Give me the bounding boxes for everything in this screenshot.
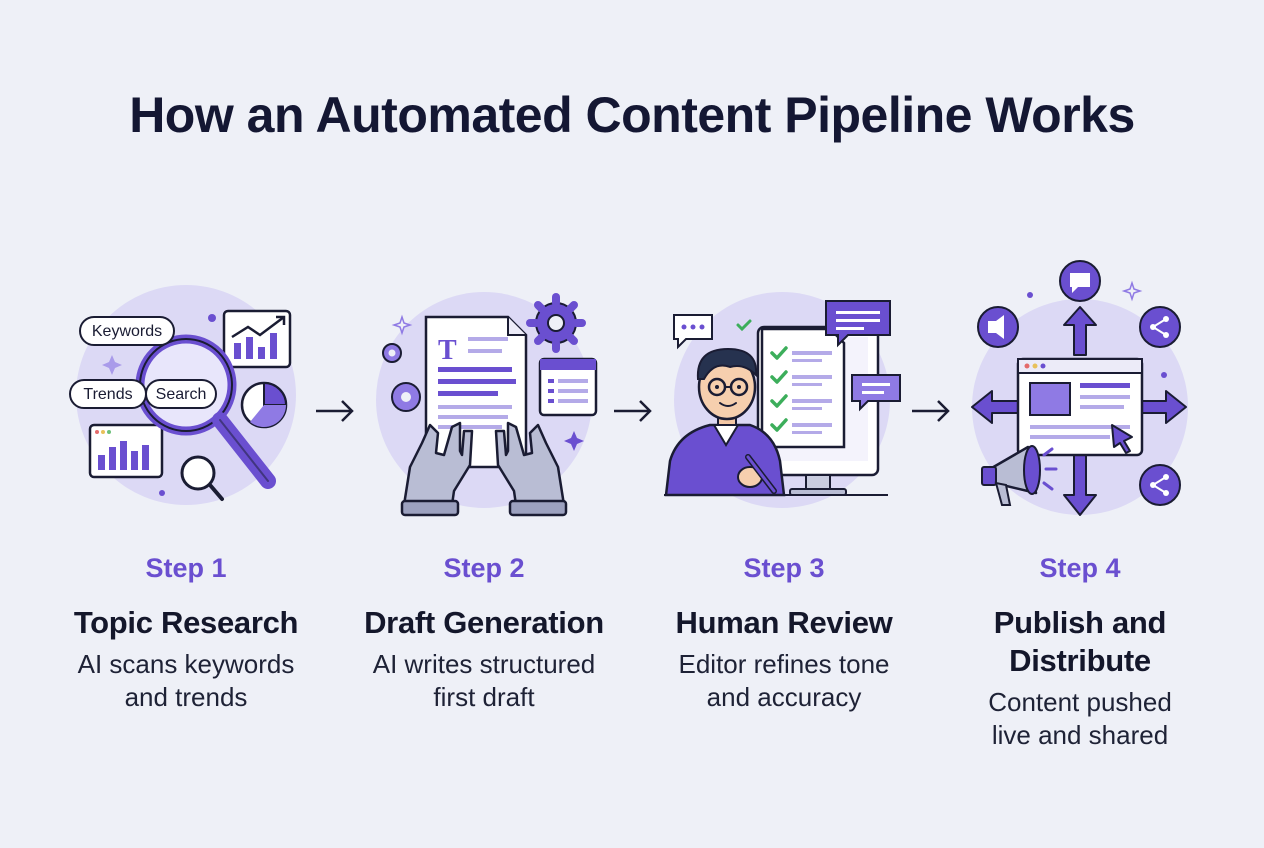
browser-window-icon: [538, 357, 598, 417]
step-2-illustration: T: [334, 255, 634, 525]
research-illustration: Keywords Trends Search: [69, 285, 296, 505]
step-4: Step 4 Publish and Distribute Content pu…: [930, 255, 1230, 752]
step-description: Editor refines tone and accuracy: [634, 648, 934, 714]
title-line: Distribute: [1009, 643, 1151, 678]
step-2: T: [334, 255, 634, 714]
description-line: live and shared: [991, 720, 1169, 750]
description-line: and accuracy: [706, 682, 862, 712]
arrow-right-icon: [614, 400, 652, 422]
four-way-arrows-icon: [971, 306, 1187, 516]
speech-dots-icon: [673, 314, 713, 350]
arrow-right-icon: [912, 400, 950, 422]
pen-icon: [745, 454, 777, 494]
step-3-illustration: [634, 255, 934, 525]
description-line: first draft: [433, 682, 535, 712]
step-number: Step 2: [443, 553, 525, 583]
trends-tag: Trends: [69, 379, 147, 409]
chat-bubble-icon-small: [851, 374, 901, 412]
monitor-checklist-icon: [756, 325, 880, 496]
description-line: AI scans keywords: [77, 649, 295, 679]
step-description: AI writes structured first draft: [334, 648, 634, 714]
step-title: Publish and Distribute: [930, 604, 1230, 680]
review-illustration: [664, 292, 901, 508]
gear-icon: [526, 293, 586, 353]
keywords-tag: Keywords: [79, 316, 175, 346]
step-number: Step 3: [743, 553, 825, 583]
step-description: Content pushed live and shared: [930, 686, 1230, 752]
megaphone-icon: [981, 445, 1058, 506]
pie-chart-icon: [240, 381, 288, 429]
robot-hands-icon: [400, 421, 568, 517]
line-chart-icon: [222, 309, 292, 369]
chat-icon: [1059, 260, 1101, 302]
description-line: and trends: [124, 682, 248, 712]
tag-text-search: Search: [156, 386, 207, 403]
step-description: AI scans keywords and trends: [36, 648, 336, 714]
draft-illustration: T: [376, 292, 598, 517]
chat-bubble-icon: [825, 300, 891, 348]
editor-person-icon: [664, 347, 786, 497]
step-1: Keywords Trends Search Step 1 Topic Rese…: [36, 255, 336, 714]
step-1-illustration: Keywords Trends Search: [36, 255, 336, 525]
step-title: Draft Generation: [364, 605, 604, 640]
step-title: Topic Research: [73, 605, 299, 640]
description-line: Content pushed: [988, 687, 1172, 717]
description-line: AI writes structured: [372, 649, 596, 679]
step-3: Step 3 Human Review Editor refines tone …: [634, 255, 934, 714]
step-4-illustration: [930, 255, 1230, 525]
tag-text-keywords: Keywords: [92, 323, 162, 340]
publish-illustration: [971, 260, 1188, 516]
doc-letter: T: [438, 335, 457, 366]
step-number: Step 1: [145, 553, 227, 583]
page-title: How an Automated Content Pipeline Works: [129, 87, 1135, 143]
description-line: Editor refines tone: [678, 649, 890, 679]
announce-icon: [977, 306, 1019, 348]
browser-window-icon: [1016, 357, 1144, 457]
arrow-right-icon: [316, 400, 354, 422]
step-title: Human Review: [675, 605, 893, 640]
title-line: Publish and: [993, 605, 1167, 640]
bar-chart-icon: [88, 423, 164, 479]
share-icon-bottom: [1139, 464, 1181, 506]
small-magnifier-icon: [180, 455, 224, 501]
search-tag: Search: [145, 379, 217, 409]
gear-icon-small: [382, 343, 421, 412]
share-icon: [1139, 306, 1181, 348]
step-number: Step 4: [1039, 553, 1121, 583]
tag-text-trends: Trends: [83, 386, 132, 403]
cursor-icon: [1111, 424, 1133, 454]
